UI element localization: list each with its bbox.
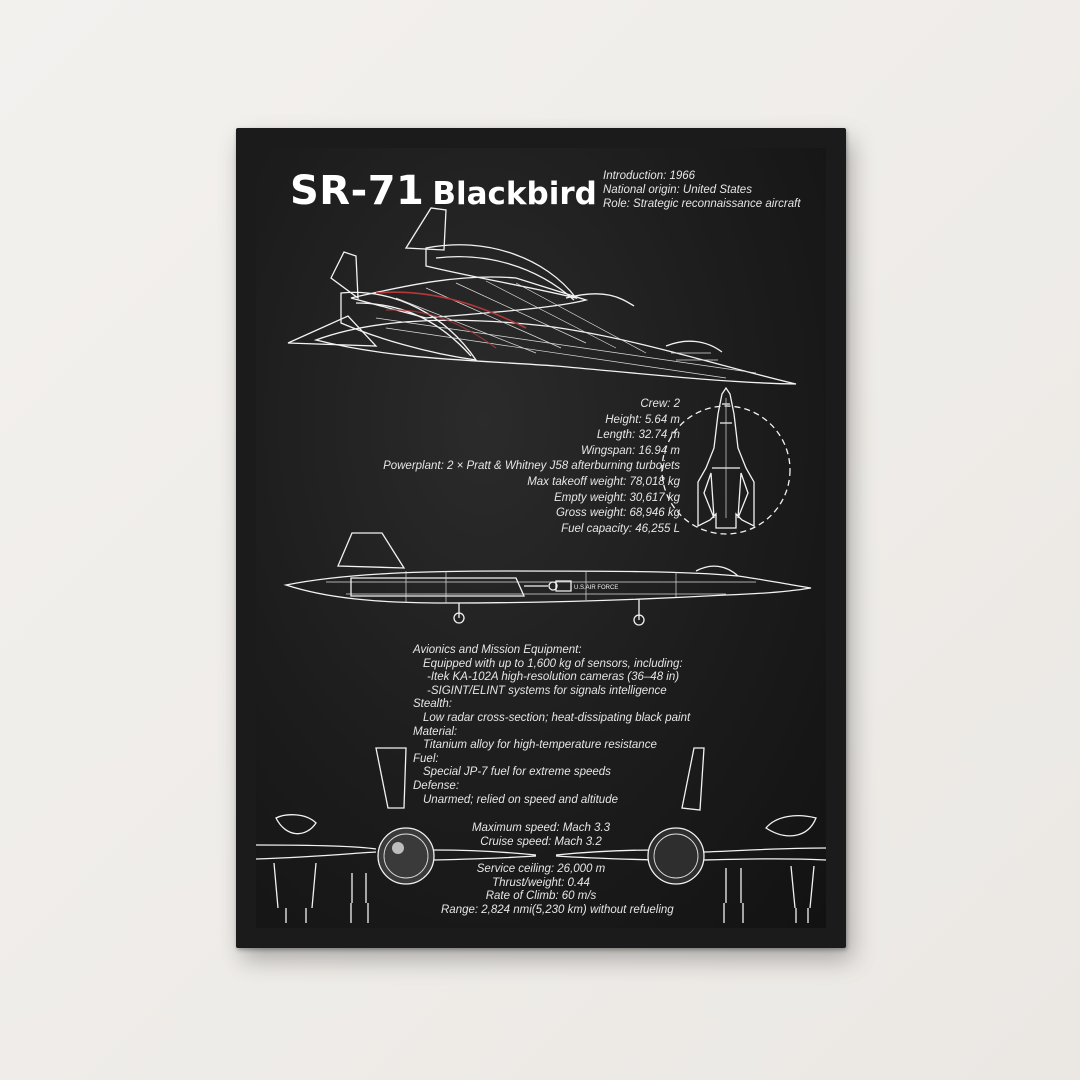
spec-list: Crew: 2 Height: 5.64 m Length: 32.74 m W… [383,397,680,537]
material-text: Titanium alloy for high-temperature resi… [423,739,657,752]
spec-crew: Crew: 2 [640,398,680,410]
defense-heading: Defense: [413,779,460,792]
avionics-heading: Avionics and Mission Equipment: [413,644,582,656]
perf-cruise-speed: Cruise speed: Mach 3.2 [480,835,602,848]
aircraft-meta: Introduction: 1966 National origin: Unit… [603,169,801,211]
side-view-aircraft-drawing: U.S.AIR FORCE [283,532,812,626]
performance-notes: Maximum speed: Mach 3.3 Cruise speed: Ma… [441,822,674,918]
defense-text: Unarmed; relied on speed and altitude [423,793,618,806]
fuselage-marking: U.S.AIR FORCE [574,585,618,591]
avionics-line-1: Equipped with up to 1,600 kg of sensors,… [423,657,683,670]
meta-role: Role: Strategic reconnaissance aircraft [603,198,801,210]
perf-spacer [441,849,641,863]
stealth-text: Low radar cross-section; heat-dissipatin… [423,711,691,724]
perf-max-speed: Maximum speed: Mach 3.3 [471,822,611,834]
avionics-line-3: -SIGINT/ELINT systems for signals intell… [427,684,667,697]
spec-empty-weight: Empty weight: 30,617 kg [554,491,680,504]
meta-introduction: Introduction: 1966 [603,170,696,182]
spec-gross-weight: Gross weight: 68,946 kg [555,507,680,520]
fuel-heading: Fuel: [413,752,439,765]
spec-fuel-capacity: Fuel capacity: 46,255 L [561,522,680,535]
fuel-text: Special JP-7 fuel for extreme speeds [423,766,611,779]
title-model: SR-71 [290,168,425,214]
perf-climb: Rate of Climb: 60 m/s [485,890,597,903]
spec-length: Length: 32.74 m [596,429,680,442]
material-heading: Material: [413,725,458,738]
front-view-aircraft-drawing-right [555,747,826,923]
front-view-aircraft-drawing-left [256,747,537,923]
aircraft-drawings: U.S.AIR FORCE [256,207,826,923]
spec-wingspan: Wingspan: 16.94 m [581,444,680,457]
spec-max-takeoff-weight: Max takeoff weight: 78,018 kg [527,475,680,488]
top-view-aircraft-drawing [661,386,791,535]
blueprint-poster: U.S.AIR FORCE [256,148,826,928]
perf-range: Range: 2,824 nmi(5,230 km) without refue… [441,903,674,916]
title-name: Blackbird [432,176,597,212]
mission-notes: Avionics and Mission Equipment: Equipped… [413,644,690,807]
picture-frame: U.S.AIR FORCE [236,128,846,948]
perf-ceiling: Service ceiling: 26,000 m [476,863,606,876]
perf-thrust: Thrust/weight: 0.44 [492,876,590,889]
avionics-line-2: -Itek KA-102A high-resolution cameras (3… [427,671,680,684]
isometric-aircraft-drawing [287,207,797,385]
spec-height: Height: 5.64 m [605,413,680,426]
stealth-heading: Stealth: [413,698,452,711]
meta-origin: National origin: United States [603,184,752,196]
spec-powerplant: Powerplant: 2 × Pratt & Whitney J58 afte… [383,460,680,473]
